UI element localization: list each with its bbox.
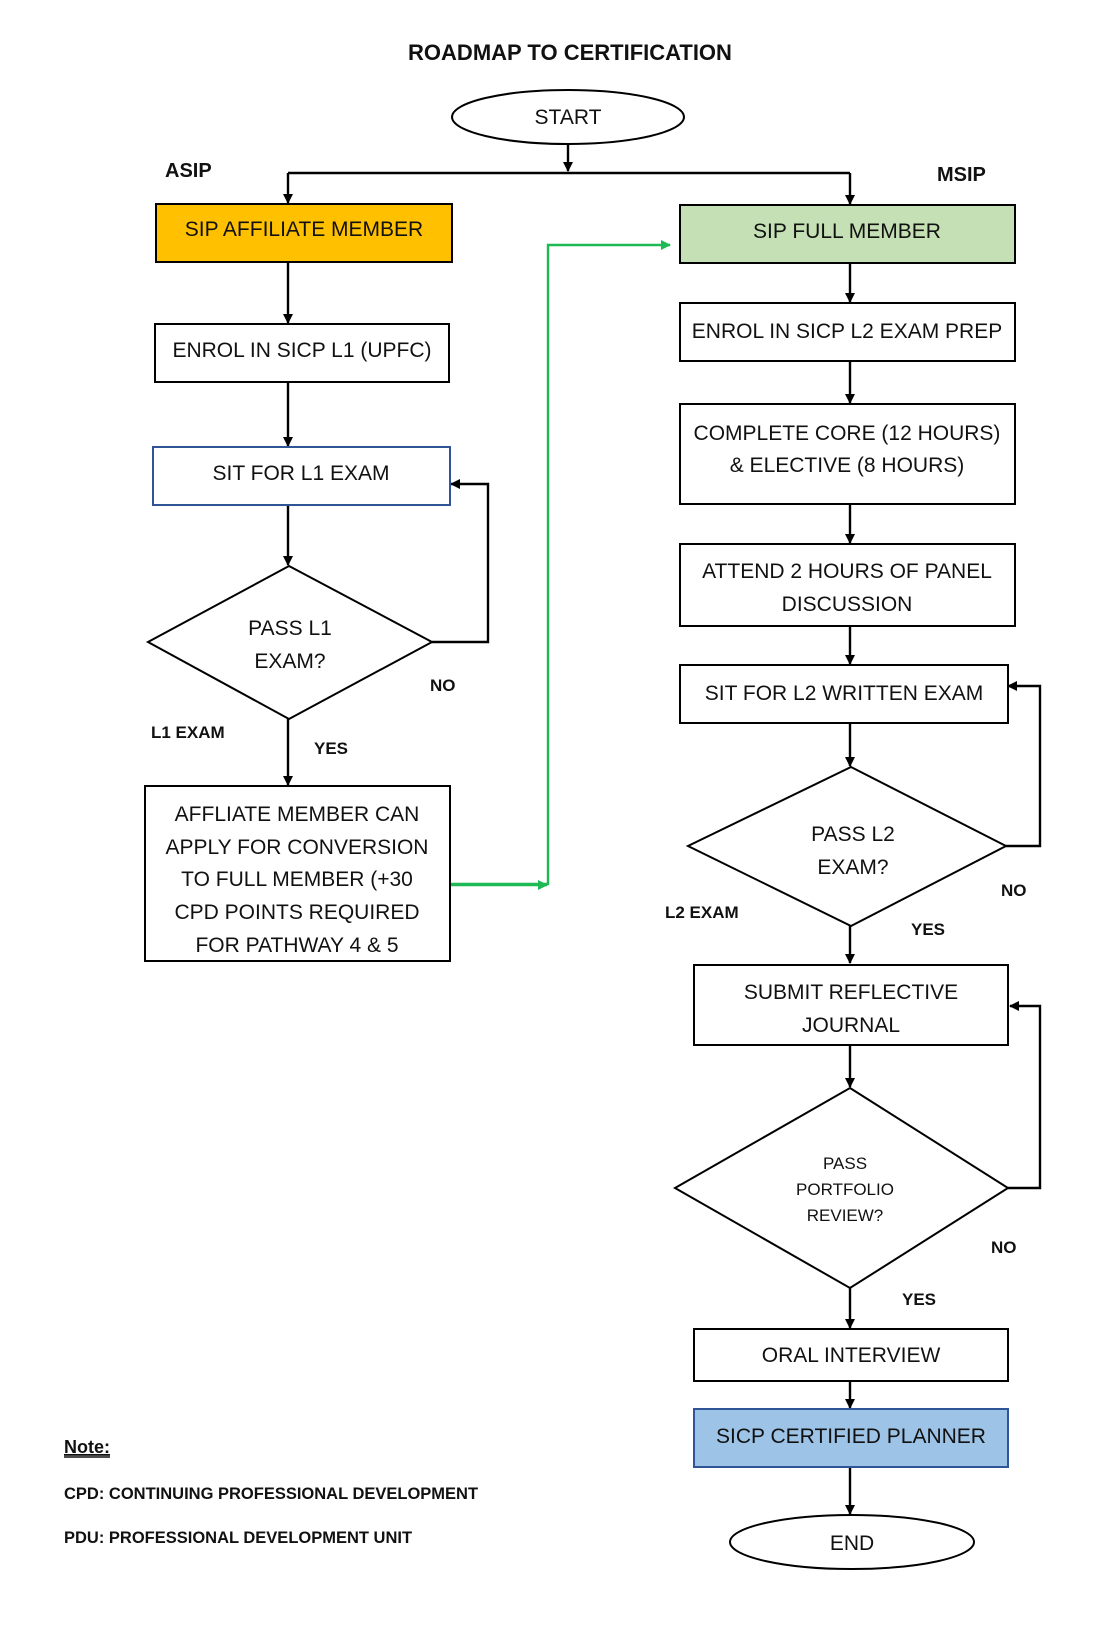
enrol-l1-label: ENROL IN SICP L1 (UPFC) xyxy=(172,339,431,362)
enrol-l1-box xyxy=(154,323,450,383)
end-terminal xyxy=(729,1514,975,1570)
note-pdu: PDU: PROFESSIONAL DEVELOPMENT UNIT xyxy=(64,1529,412,1547)
core-elective-line1: COMPLETE CORE (12 HOURS) xyxy=(694,422,1001,445)
l1-no-label: NO xyxy=(430,676,456,695)
enrol-l2-box xyxy=(679,302,1016,362)
pass-l1-decision xyxy=(145,564,435,721)
start-terminal xyxy=(451,89,685,145)
pass-portfolio-decision xyxy=(672,1086,1010,1290)
conversion-line5: FOR PATHWAY 4 & 5 xyxy=(195,934,398,957)
pass-l2-label-line2: EXAM? xyxy=(817,856,888,879)
affiliate-member-box xyxy=(155,203,453,263)
l1-yes-label: YES xyxy=(314,739,348,758)
conversion-line4: CPD POINTS REQUIRED xyxy=(174,901,419,924)
reflective-journal-box xyxy=(693,964,1009,1046)
conversion-line2: APPLY FOR CONVERSION xyxy=(166,836,429,859)
full-member-label: SIP FULL MEMBER xyxy=(753,220,941,243)
end-label: END xyxy=(830,1532,874,1555)
pass-l1-label-line1: PASS L1 xyxy=(248,617,332,640)
l2-exam-label: L2 EXAM xyxy=(665,903,739,922)
sit-l2-box xyxy=(679,664,1009,724)
start-label: START xyxy=(535,106,602,129)
note-cpd: CPD: CONTINUING PROFESSIONAL DEVELOPMENT xyxy=(64,1485,478,1503)
note-heading: Note: xyxy=(64,1437,110,1457)
oral-interview-box xyxy=(693,1328,1009,1382)
diagram-title: ROADMAP TO CERTIFICATION xyxy=(408,40,732,65)
conversion-line3: TO FULL MEMBER (+30 xyxy=(181,868,413,891)
pass-portfolio-line3: REVIEW? xyxy=(807,1206,884,1225)
oral-interview-label: ORAL INTERVIEW xyxy=(762,1344,941,1367)
l2-yes-label: YES xyxy=(911,920,945,939)
core-elective-box xyxy=(679,403,1016,505)
edge-portfolio-no-loop xyxy=(1008,1001,1042,1190)
panel-discussion-line1: ATTEND 2 HOURS OF PANEL xyxy=(702,560,992,583)
portfolio-yes-label: YES xyxy=(902,1290,936,1309)
edge-conversion-to-full-member xyxy=(451,240,671,886)
affiliate-member-label: SIP AFFILIATE MEMBER xyxy=(185,218,423,241)
pass-l1-label-line2: EXAM? xyxy=(254,650,325,673)
certified-planner-label: SICP CERTIFIED PLANNER xyxy=(716,1425,986,1448)
core-elective-line2: & ELECTIVE (8 HOURS) xyxy=(730,454,965,477)
enrol-l2-label: ENROL IN SICP L2 EXAM PREP xyxy=(692,320,1002,343)
lane-label-msip: MSIP xyxy=(937,164,986,186)
panel-discussion-box xyxy=(679,543,1016,627)
portfolio-no-label: NO xyxy=(991,1238,1017,1257)
sit-l1-label: SIT FOR L1 EXAM xyxy=(213,462,390,485)
sit-l1-box xyxy=(152,446,451,506)
pass-portfolio-line2: PORTFOLIO xyxy=(796,1180,894,1199)
reflective-journal-line2: JOURNAL xyxy=(802,1014,900,1037)
edges xyxy=(283,140,1042,1515)
conversion-box xyxy=(144,785,451,962)
pass-portfolio-line1: PASS xyxy=(823,1154,867,1173)
pass-l2-label-line1: PASS L2 xyxy=(811,823,895,846)
lane-label-asip: ASIP xyxy=(165,160,212,182)
sit-l2-label: SIT FOR L2 WRITTEN EXAM xyxy=(705,682,983,705)
pass-l2-decision xyxy=(685,765,1009,928)
l2-no-label: NO xyxy=(1001,881,1027,900)
certified-planner-box xyxy=(693,1408,1009,1468)
edge-l1-no-loop xyxy=(432,479,490,644)
conversion-line1: AFFLIATE MEMBER CAN xyxy=(175,803,420,826)
panel-discussion-line2: DISCUSSION xyxy=(782,593,913,616)
reflective-journal-line1: SUBMIT REFLECTIVE xyxy=(744,981,958,1004)
full-member-box xyxy=(679,204,1016,264)
edge-l2-no-loop xyxy=(1006,681,1042,848)
l1-exam-label: L1 EXAM xyxy=(151,723,225,742)
